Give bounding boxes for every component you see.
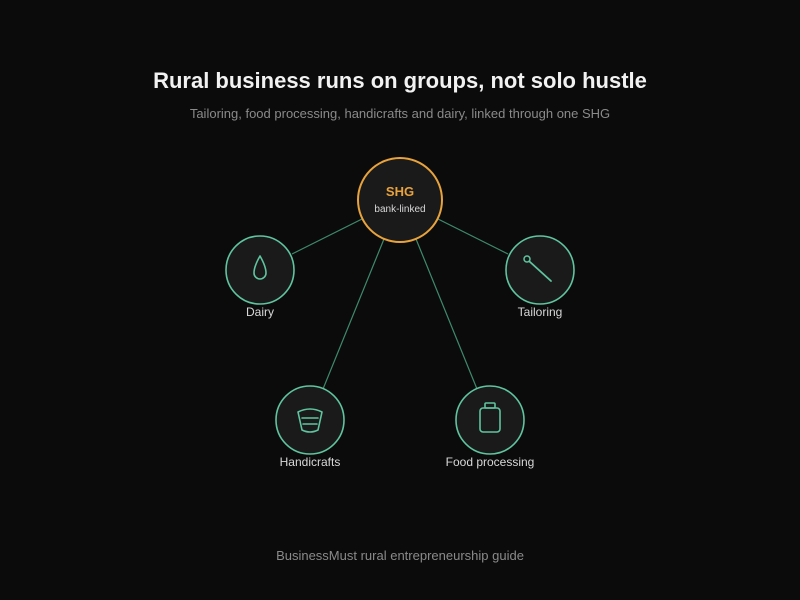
- hub-circle: [357, 157, 443, 243]
- node-circle: [275, 385, 345, 455]
- footer-credit: BusinessMust rural entrepreneurship guid…: [276, 548, 524, 563]
- edge-hub-food-processing: [415, 238, 478, 390]
- diagram-title: Rural business runs on groups, not solo …: [153, 68, 647, 93]
- edge-hub-tailoring: [437, 218, 509, 255]
- node-circle: [455, 385, 525, 455]
- node-label: Handicrafts: [280, 455, 341, 469]
- node-circle: [225, 235, 295, 305]
- node-food-processing: Food processing: [446, 385, 535, 469]
- diagram-subtitle: Tailoring, food processing, handicrafts …: [189, 106, 611, 121]
- edge-hub-dairy: [291, 218, 363, 255]
- node-handicrafts: Handicrafts: [275, 385, 345, 469]
- hub-node: SHG bank-linked: [357, 157, 443, 243]
- hub-subtitle: bank-linked: [374, 204, 425, 215]
- node-tailoring: Tailoring: [505, 235, 575, 319]
- node-label: Dairy: [246, 305, 274, 319]
- edge-hub-handicrafts: [322, 238, 385, 390]
- node-label: Tailoring: [518, 305, 563, 319]
- node-label: Food processing: [446, 455, 535, 469]
- drop-icon: [253, 255, 267, 280]
- jar-icon: [479, 402, 501, 433]
- hub-title: SHG: [386, 184, 414, 199]
- node-dairy: Dairy: [225, 235, 295, 319]
- needle-icon: [523, 255, 552, 282]
- basket-icon: [297, 408, 323, 433]
